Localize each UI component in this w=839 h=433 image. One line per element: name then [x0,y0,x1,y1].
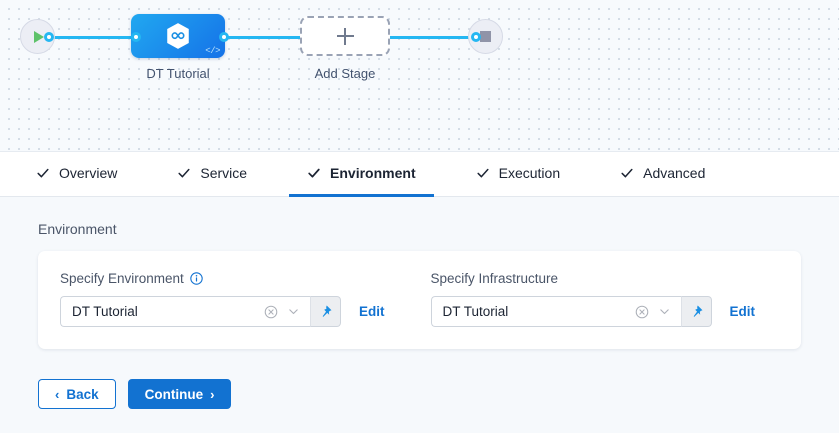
stage-config-tabbar: Overview Service Environment Execution A… [0,152,839,197]
plus-icon-vertical [344,27,346,45]
clear-circle-icon[interactable] [635,305,649,319]
stage-node-input-port[interactable] [131,32,141,42]
code-badge: </> [205,46,220,56]
specify-infrastructure-label: Specify Infrastructure [430,271,559,286]
specify-infrastructure-label-row: Specify Infrastructure [431,271,756,286]
stop-icon [480,31,491,42]
specify-infrastructure-pin-button[interactable] [680,296,712,327]
clear-circle-icon[interactable] [264,305,278,319]
tab-overview-label: Overview [59,165,118,181]
start-node-output-port[interactable] [44,32,54,42]
back-button-label: Back [66,386,99,402]
tab-environment-label: Environment [330,165,416,181]
specify-infrastructure-group: Specify Infrastructure DT Tutorial [430,271,756,327]
specify-environment-row: DT Tutorial [60,296,385,327]
specify-environment-label-row: Specify Environment [60,271,385,286]
environment-card: Specify Environment DT Tutorial [38,251,801,349]
wizard-footer: ‹ Back Continue › [38,379,801,409]
environment-panel: Environment Specify Environment DT Tutor… [0,197,839,433]
connector-wire-start-to-stage [44,36,138,39]
add-stage-button[interactable] [300,16,390,56]
tab-environment[interactable]: Environment [289,152,434,197]
check-icon [621,168,633,178]
specify-infrastructure-value: DT Tutorial [442,304,509,319]
stop-node-input-port[interactable] [471,32,481,42]
check-icon [308,168,320,178]
continue-button-label: Continue [144,386,204,402]
pin-icon [693,305,702,317]
chevron-down-icon[interactable] [287,305,300,318]
continue-button[interactable]: Continue › [127,379,232,409]
connector-wire-stage-to-add [224,36,306,39]
connector-wire-add-to-stop [386,36,480,39]
specify-environment-group: Specify Environment DT Tutorial [60,271,385,327]
add-stage-label: Add Stage [314,66,376,81]
specify-environment-pin-button[interactable] [310,296,341,327]
pipeline-canvas[interactable]: </> DT Tutorial Add Stage [0,0,839,152]
specify-infrastructure-input[interactable]: DT Tutorial [430,296,681,327]
chevron-down-icon[interactable] [658,305,671,318]
hexagon-infinity-icon [167,23,189,49]
check-icon [477,168,489,178]
tab-advanced-label: Advanced [643,165,706,181]
play-icon [34,30,44,43]
chevron-right-icon: › [210,386,215,402]
stage-node-output-port[interactable] [219,32,229,42]
specify-environment-input[interactable]: DT Tutorial [60,296,310,327]
back-button[interactable]: ‹ Back [38,379,116,409]
pin-icon [322,305,332,317]
stage-node-label: DT Tutorial [146,66,210,81]
specify-infrastructure-row: DT Tutorial [430,296,756,327]
section-title: Environment [38,221,117,237]
tab-execution-label: Execution [498,165,561,181]
check-icon [178,168,190,178]
tab-execution[interactable]: Execution [458,152,578,197]
specify-infrastructure-edit-link[interactable]: Edit [729,304,756,319]
tab-service-label: Service [200,165,248,181]
tab-service[interactable]: Service [159,152,265,197]
info-icon[interactable] [190,272,203,285]
specify-infrastructure-input-wrap: DT Tutorial [430,296,712,327]
tab-advanced[interactable]: Advanced [602,152,723,197]
specify-environment-input-wrap: DT Tutorial [60,296,341,327]
chevron-left-icon: ‹ [55,386,60,402]
check-icon [37,168,49,178]
stage-node-dt-tutorial[interactable]: </> [131,14,225,58]
specify-environment-edit-link[interactable]: Edit [359,304,385,319]
tab-overview[interactable]: Overview [18,152,135,197]
specify-environment-label: Specify Environment [60,271,184,286]
specify-environment-value: DT Tutorial [72,304,138,319]
